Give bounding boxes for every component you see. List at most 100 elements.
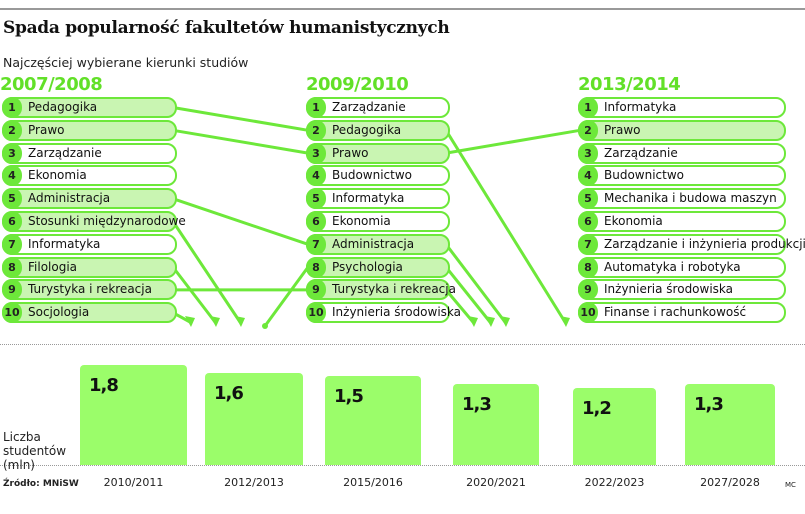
rank-badge: 8 [306, 256, 326, 278]
ranking-label: Pedagogika [28, 100, 98, 114]
ranking-label: Informatyka [28, 236, 101, 251]
ranking-item: 6 Ekonomia [306, 211, 450, 232]
ranking-label: Pedagogika [332, 122, 402, 137]
x-tick-label: 2010/2011 [103, 476, 164, 489]
ranking-item: 2 Prawo [2, 119, 177, 141]
arrow-icon [468, 316, 478, 327]
divider [0, 344, 805, 345]
rank-badge: 9 [306, 279, 326, 301]
rank-badge: 5 [578, 188, 598, 210]
ranking-label: Ekonomia [332, 214, 391, 228]
x-tick-label: 2022/2023 [584, 476, 645, 489]
rank-badge: 8 [2, 256, 22, 278]
x-tick-label: 2012/2013 [224, 476, 284, 489]
ranking-label: Administracja [332, 236, 415, 251]
rank-badge: 10 [306, 302, 326, 324]
ranking-label: Zarządzanie [332, 100, 406, 114]
rank-badge: 1 [578, 97, 598, 118]
ranking-item: 1 Zarządzanie [306, 97, 450, 118]
rank-badge: 3 [2, 142, 22, 164]
ranking-label: Ekonomia [28, 168, 87, 183]
ranking-label: Ekonomia [604, 214, 663, 228]
subtitle: Najczęściej wybierane kierunki studiów [3, 55, 249, 70]
bar-value-label: 1,3 [694, 394, 724, 415]
ranking-item: 8 Filologia [2, 256, 177, 278]
ranking-label: Socjologia [28, 305, 90, 320]
rank-badge: 10 [578, 302, 598, 324]
rank-badge: 1 [2, 97, 22, 118]
ranking-label: Informatyka [332, 191, 405, 206]
bar-value-label: 1,6 [214, 382, 244, 404]
ranking-label: Zarządzanie [604, 145, 678, 160]
ranking-item: 10 Inżynieria środowiska [306, 302, 461, 324]
arrow-icon [210, 316, 220, 327]
year-heading: 2009/2010 [306, 74, 409, 95]
ranking-item: 9 Turystyka i rekreacja [306, 279, 456, 301]
bar: 1,8 [80, 365, 187, 465]
rank-badge: 6 [306, 211, 326, 232]
ranking-label: Budownictwo [332, 168, 413, 183]
ranking-label: Inżynieria środowiska [604, 282, 734, 297]
ranking-label: Filologia [28, 259, 78, 274]
y-axis-label: Liczba studentów (mln) [3, 430, 67, 472]
rank-badge: 2 [306, 119, 326, 141]
ranking-label: Mechanika i budowa maszyn [604, 191, 777, 206]
credit: MC [785, 481, 796, 489]
x-tick-label: 2027/2028 [700, 476, 760, 489]
link-line [445, 128, 581, 155]
rank-badge: 4 [2, 165, 22, 187]
year-heading: 2013/2014 [578, 74, 681, 95]
link-line [263, 266, 310, 327]
page-title: Spada popularność fakultetów humanistycz… [3, 18, 450, 38]
year-heading: 2007/2008 [0, 74, 103, 95]
ranking-label: Turystyka i rekreacja [28, 282, 152, 297]
ranking-item: 7 Informatyka [2, 233, 177, 255]
rank-badge: 7 [578, 233, 598, 255]
arrow-icon [235, 316, 245, 327]
link-line [172, 106, 309, 132]
ranking-label: Prawo [332, 145, 369, 160]
ranking-label: Administracja [28, 191, 111, 206]
arrow-icon [560, 316, 570, 327]
ranking-label: Inżynieria środowiska [332, 305, 462, 320]
ranking-label: Prawo [28, 122, 65, 137]
ranking-item: 6 Stosunki międzynarodowe [2, 211, 186, 232]
rank-badge: 2 [2, 119, 22, 141]
rank-badge: 4 [306, 165, 326, 187]
bar: 1,5 [325, 376, 421, 465]
ranking-label: Informatyka [604, 100, 677, 114]
bar: 1,2 [573, 387, 656, 465]
rank-badge: 6 [578, 211, 598, 232]
ranking-label: Prawo [604, 122, 641, 137]
ranking-label: Automatyka i robotyka [604, 259, 741, 274]
rank-badge: 6 [2, 211, 22, 232]
ranking-label: Turystyka i rekreacja [332, 282, 456, 297]
link-line [172, 197, 309, 246]
bar: 1,3 [453, 384, 539, 465]
rank-badge: 3 [306, 142, 326, 164]
link-line [172, 128, 309, 155]
arrow-icon [485, 316, 495, 327]
rank-badge: 8 [578, 256, 598, 278]
rank-badge: 7 [2, 233, 22, 255]
rank-badge: 1 [306, 97, 326, 118]
link-line [171, 220, 242, 323]
ranking-links [171, 106, 581, 329]
ranking-label: Stosunki międzynarodowe [28, 214, 186, 228]
link-line [444, 129, 567, 323]
rank-badge: 4 [578, 165, 598, 187]
link-line [171, 266, 217, 323]
link-line [444, 243, 507, 323]
rank-badge: 9 [578, 279, 598, 301]
